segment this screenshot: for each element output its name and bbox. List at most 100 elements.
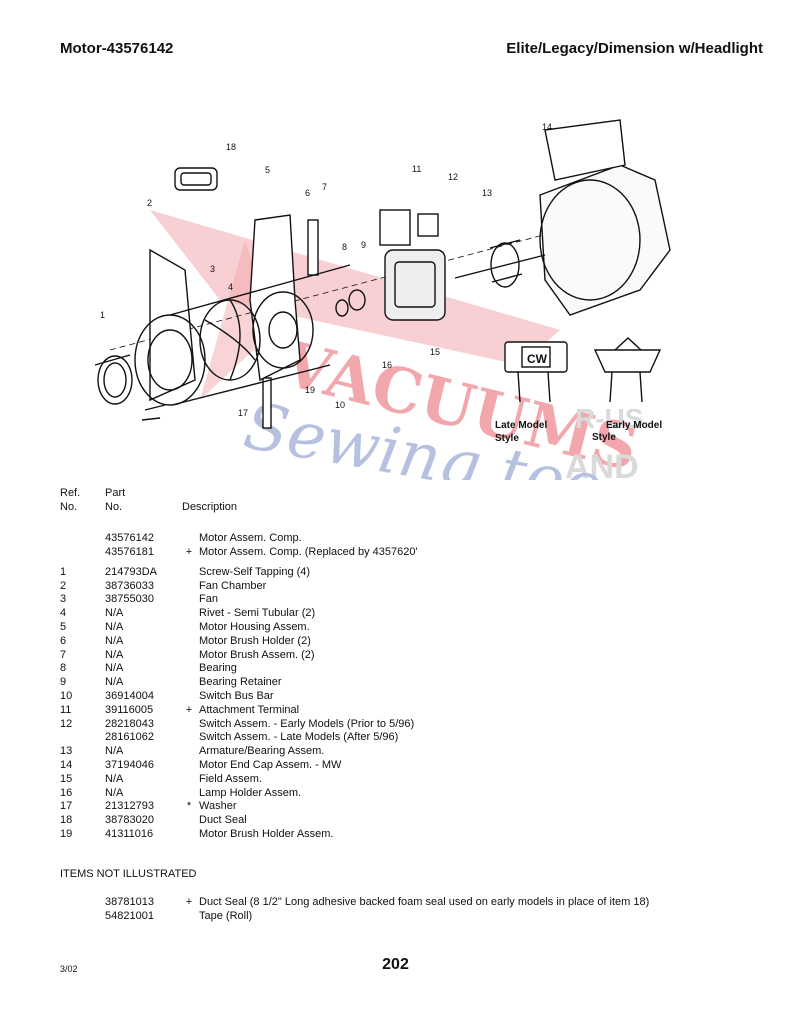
parts-row-ref: 11	[60, 703, 72, 716]
early-model-label-2: Style	[592, 432, 616, 443]
col-desc-header: Description	[182, 501, 238, 513]
parts-row-part: N/A	[105, 607, 124, 620]
parts-row-part: 28161062	[105, 731, 154, 744]
parts-row-part: N/A	[105, 620, 124, 633]
late-model-label-2: Style	[495, 433, 519, 444]
callout-1: 1	[100, 310, 105, 320]
col-part-line1: Part	[105, 487, 126, 499]
late-model-label-1: Late Model	[495, 420, 547, 431]
parts-row-ref: 1	[60, 565, 67, 578]
parts-row: 3 38755030 Fan	[0, 593, 791, 607]
parts-row-mark: +	[185, 545, 193, 558]
parts-row-part: 38783020	[105, 814, 154, 827]
parts-row-part: 21312793	[105, 800, 154, 813]
parts-row-mark: *	[186, 800, 192, 813]
callout-6: 6	[305, 188, 310, 198]
parts-row-part: 28218043	[105, 717, 154, 730]
callout-19: 19	[305, 385, 315, 395]
early-model-label-1: Early Model	[606, 420, 662, 431]
parts-row-ref: 16	[60, 786, 73, 799]
model-title: Elite/Legacy/Dimension w/Headlight	[506, 40, 763, 57]
parts-row-desc: Screw-Self Tapping (4)	[199, 565, 311, 578]
callout-10: 10	[335, 400, 345, 410]
parts-row-desc: Armature/Bearing Assem.	[199, 745, 325, 758]
parts-row-desc: Motor Assem. Comp. (Replaced by 4357620'	[199, 545, 418, 558]
motor-parts	[94, 119, 671, 429]
col-part-header: Part No.	[105, 486, 125, 514]
parts-row: 1 214793DA Screw-Self Tapping (4)	[0, 566, 791, 580]
callout-14: 14	[542, 122, 552, 132]
parts-row-desc: Motor Brush Holder (2)	[199, 634, 311, 647]
parts-row-ref: 15	[60, 772, 73, 785]
parts-row-ref: 3	[60, 593, 67, 606]
switch-badge: CW	[527, 352, 548, 366]
callout-numbers: 1 2 3 4 5 6 7 8 9 10 11 12 13 14 15 16 1…	[100, 122, 552, 418]
parts-row-desc: Duct Seal	[199, 814, 247, 827]
parts-row-ref: 8	[60, 662, 67, 675]
callout-3: 3	[210, 264, 215, 274]
parts-row-desc: Motor Housing Assem.	[199, 620, 310, 633]
parts-row-desc: Switch Bus Bar	[199, 689, 274, 702]
parts-row-ref: 10	[60, 689, 73, 702]
parts-row: 28161062 Switch Assem. - Late Models (Aft…	[0, 731, 791, 745]
parts-row-part: N/A	[105, 745, 124, 758]
parts-row-part: N/A	[105, 676, 124, 689]
parts-row-desc: Fan	[199, 593, 218, 606]
callout-4: 4	[228, 282, 233, 292]
callout-16: 16	[382, 360, 392, 370]
parts-row-part: N/A	[105, 634, 124, 647]
watermark: VACUUMS R-US AND Sewing too	[150, 210, 645, 480]
callout-18: 18	[226, 142, 236, 152]
parts-row-part: 38781013	[105, 896, 154, 908]
callout-15: 15	[430, 347, 440, 357]
parts-row: 38781013+Duct Seal (8 1/2" Long adhesive…	[0, 896, 791, 910]
parts-row-part: 214793DA	[105, 565, 157, 578]
callout-9: 9	[361, 240, 366, 250]
parts-row-part: 43576181	[105, 545, 154, 558]
parts-row-desc: Attachment Terminal	[199, 703, 300, 716]
parts-row-ref: 2	[60, 579, 67, 592]
parts-row-desc: Field Assem.	[199, 772, 262, 785]
parts-row: 2 38736033 Fan Chamber	[0, 580, 791, 594]
parts-row-desc: Duct Seal (8 1/2" Long adhesive backed f…	[199, 896, 650, 908]
parts-row-desc: Bearing Retainer	[199, 676, 282, 689]
callout-13: 13	[482, 188, 492, 198]
parts-row-ref: 5	[60, 620, 67, 633]
exploded-motor-diagram: VACUUMS R-US AND Sewing too	[94, 119, 671, 480]
parts-row-ref: 14	[60, 758, 73, 771]
parts-row-part: N/A	[105, 662, 124, 675]
page-title: Motor-43576142	[60, 40, 174, 57]
callout-11: 11	[412, 164, 421, 174]
callout-8: 8	[342, 242, 347, 252]
parts-row: 18 38783020 Duct Seal	[0, 814, 791, 828]
parts-row-desc: Motor Brush Holder Assem.	[199, 827, 334, 840]
parts-row-ref: 18	[60, 814, 73, 827]
parts-row-desc: Switch Assem. - Early Models (Prior to 5…	[199, 717, 415, 730]
parts-row-desc: Bearing	[199, 662, 237, 675]
parts-row-part: 43576142	[105, 532, 154, 544]
callout-2: 2	[147, 198, 152, 208]
parts-row-part: 38736033	[105, 579, 154, 592]
parts-row-part: 38755030	[105, 593, 154, 606]
parts-row-desc: Fan Chamber	[199, 579, 267, 592]
parts-row-ref: 7	[60, 648, 67, 661]
parts-row-desc: Switch Assem. - Late Models (After 5/96)	[199, 731, 399, 744]
page-number: 202	[382, 956, 409, 973]
parts-row-desc: Rivet - Semi Tubular (2)	[199, 607, 316, 620]
parts-row-part: N/A	[105, 648, 124, 661]
parts-row: 8 N/A Bearing	[0, 662, 791, 676]
col-part-line2: No.	[105, 501, 123, 513]
parts-row-desc: Washer	[199, 800, 237, 813]
watermark-rus: R-US	[575, 403, 643, 434]
